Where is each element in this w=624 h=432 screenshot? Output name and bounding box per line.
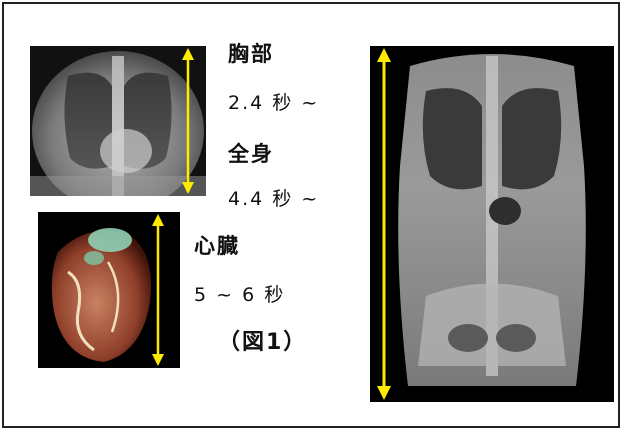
figure-frame: 胸部 2.4 秒 ~ 全身 4.4 秒 ~ 心臓 5 ~ 6 秒 （図1） — [2, 2, 620, 428]
heart-label: 心臓 — [194, 230, 240, 260]
chest-xray-image — [30, 46, 206, 196]
whole-body-time-label: 4.4 秒 ~ — [228, 184, 319, 211]
figure-caption: （図1） — [218, 324, 307, 356]
chest-label: 胸部 — [228, 38, 274, 68]
heart-3d-image — [38, 212, 180, 368]
heart-time-label: 5 ~ 6 秒 — [194, 280, 285, 307]
whole-body-label: 全身 — [228, 138, 274, 168]
whole-body-xray-image — [370, 46, 614, 402]
chest-time-label: 2.4 秒 ~ — [228, 88, 319, 115]
